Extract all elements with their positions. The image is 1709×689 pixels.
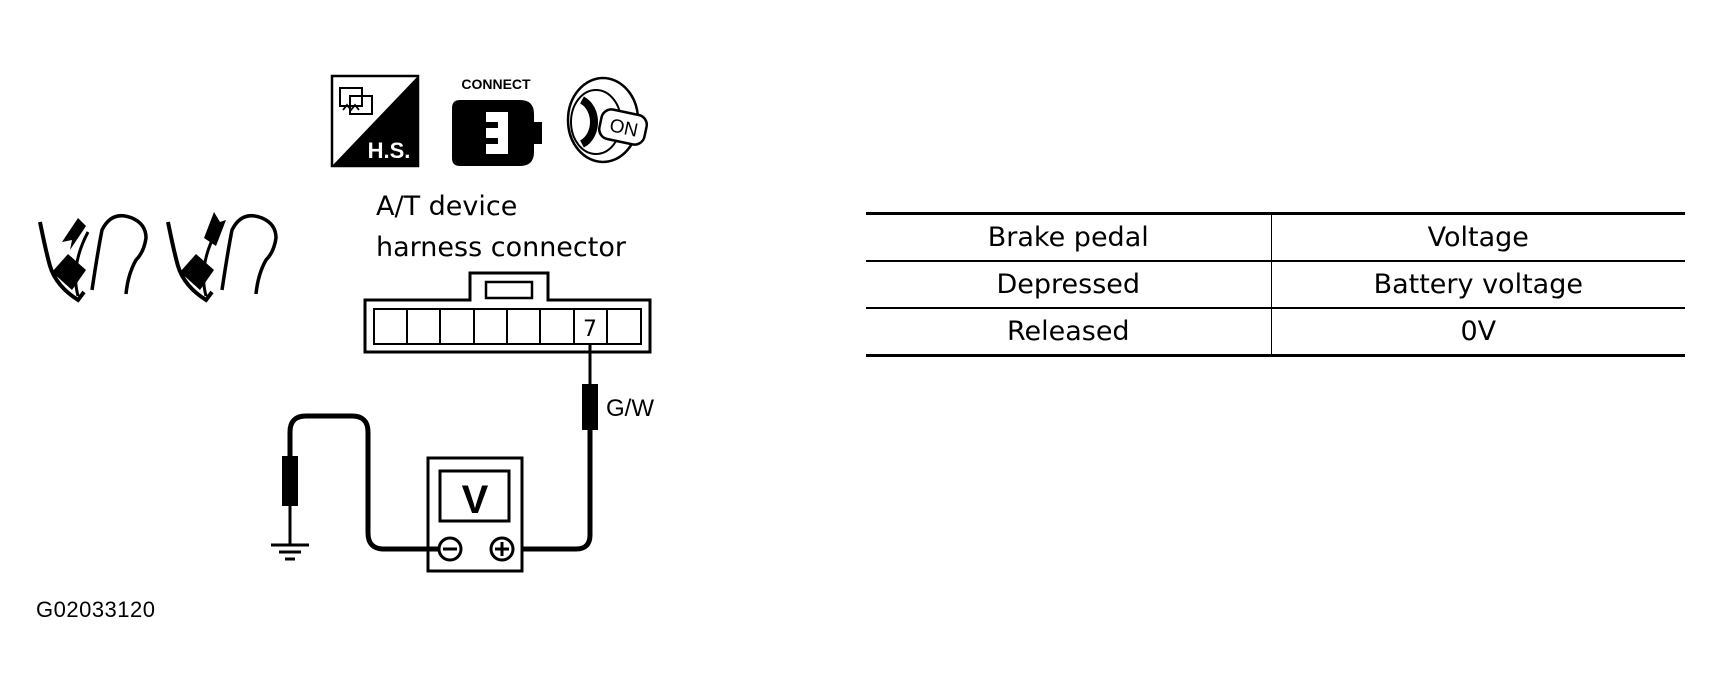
table-cell-voltage: Battery voltage <box>1271 261 1685 309</box>
voltmeter: V <box>426 456 524 573</box>
harness-sensor-label: H.S. <box>368 138 411 163</box>
connector-label-line2: harness connector <box>376 232 627 263</box>
connector-terminal-number: 7 <box>583 317 597 342</box>
harness-connector: 7 <box>363 271 652 354</box>
connect-label: CONNECT <box>461 76 531 92</box>
brake-pedal-release-icon <box>166 212 278 303</box>
table-header-voltage: Voltage <box>1271 212 1685 262</box>
connect-icon: CONNECT <box>452 76 542 166</box>
ground-symbol-icon <box>271 543 309 561</box>
table-row: Released 0V <box>866 308 1685 357</box>
brake-pedal-depress-icon <box>38 214 148 303</box>
negative-probe-lead <box>282 413 439 552</box>
connector-label-line1: A/T device <box>376 191 517 222</box>
negative-terminal-icon <box>437 536 463 562</box>
table-cell-voltage: 0V <box>1271 308 1685 357</box>
figure-id: G02033120 <box>36 597 156 622</box>
ignition-key-icon: ON <box>566 76 649 164</box>
wire-color-code: G/W <box>606 395 654 422</box>
table-header-row: Brake pedal Voltage <box>866 212 1685 262</box>
table-cell-pedal-state: Depressed <box>866 261 1272 309</box>
table-row: Depressed Battery voltage <box>866 261 1685 309</box>
positive-probe-lead <box>506 344 598 552</box>
harness-sensor-icon: H.S. <box>330 74 420 168</box>
voltmeter-symbol: V <box>462 478 489 522</box>
brake-pedal-voltage-table: Brake pedal Voltage Depressed Battery vo… <box>866 212 1685 357</box>
table-cell-pedal-state: Released <box>866 308 1272 357</box>
positive-terminal-icon <box>489 536 515 562</box>
table-header-brake-pedal: Brake pedal <box>866 212 1272 262</box>
